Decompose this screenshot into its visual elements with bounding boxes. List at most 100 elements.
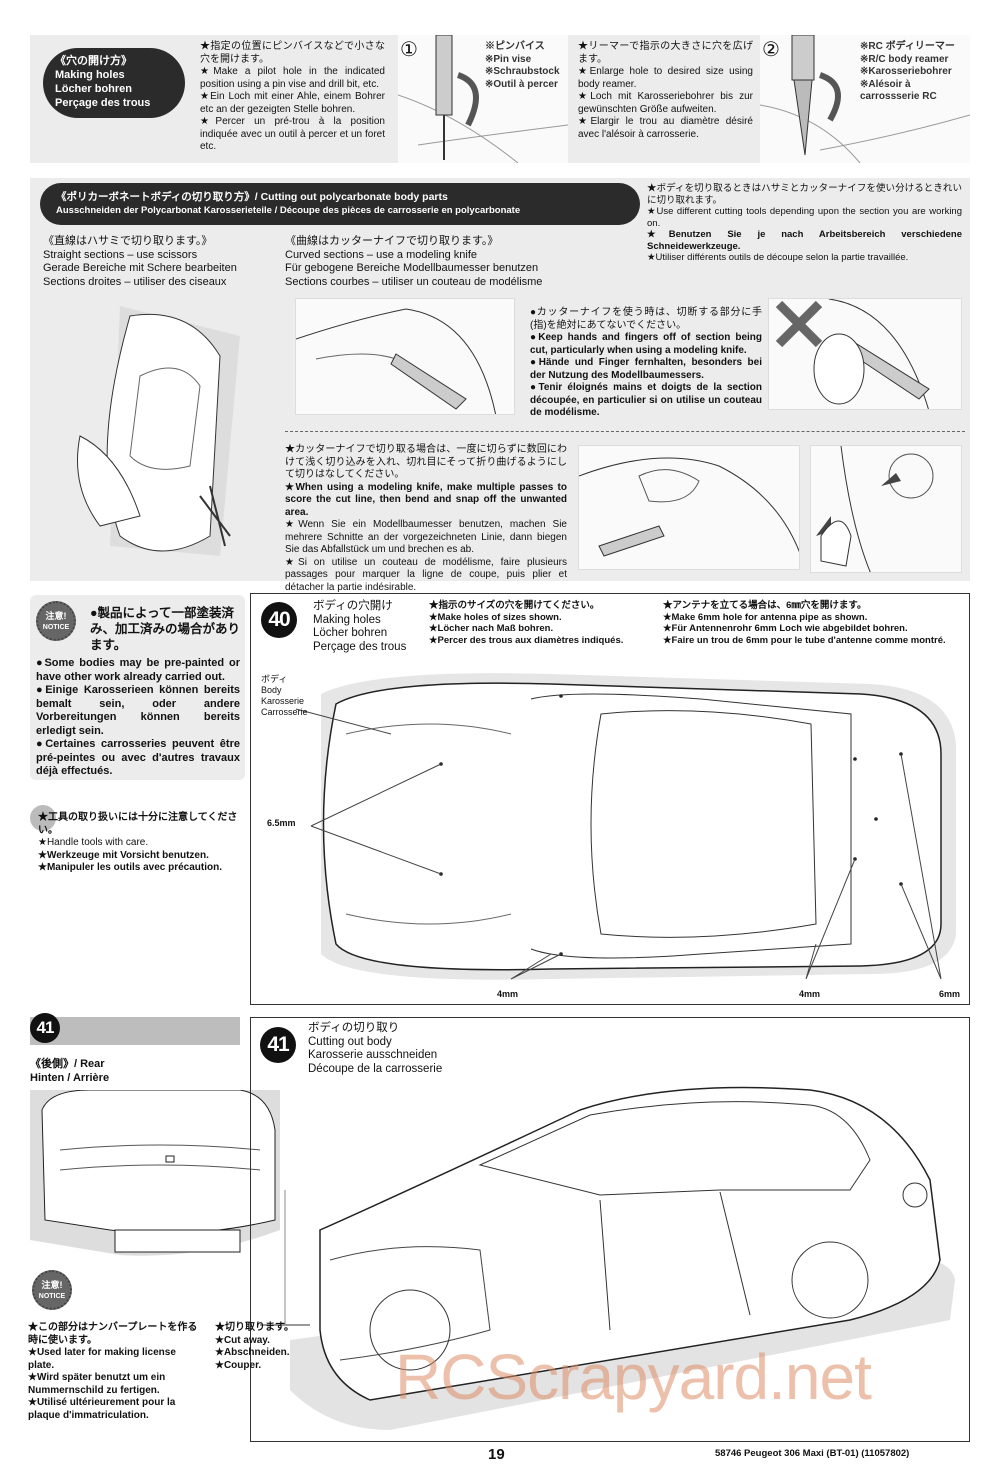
dashed-divider xyxy=(285,431,965,432)
title-de: Karosserie ausschneiden xyxy=(308,1049,438,1061)
title-de: Löcher bohren xyxy=(55,83,133,95)
text-fr: ★Elargir le trou au diamètre désiré avec… xyxy=(578,116,753,140)
car-side-view-illustration xyxy=(250,1080,970,1440)
text-jp: 《直線はハサミで切り取ります。》 xyxy=(43,235,213,247)
car-top-view-illustration xyxy=(251,654,969,1004)
note-de: ★Wird später benutzt um ein Nummernschil… xyxy=(28,1372,166,1396)
text-en: Curved sections – use a modeling knife xyxy=(285,248,477,261)
hand-caution-text: ●カッターナイフを使う時は、切断する部分に手(指)を絶対にあてないでください。 … xyxy=(530,307,762,420)
step-41-box xyxy=(250,1017,970,1442)
cut-jp: ★切り取ります。 xyxy=(215,1322,294,1333)
tool-de: ※Karosseriebohrer xyxy=(860,66,952,77)
step-number-1: ① xyxy=(400,39,418,61)
making-holes-panel: 《穴の開け方》 Making holes Löcher bohren Perça… xyxy=(30,35,970,163)
note-jp: ★この部分はナンバープレートを作る時に使います。 xyxy=(28,1322,198,1346)
text-jp: ★リーマーで指示の大きさに穴を広げます。 xyxy=(578,41,753,65)
tip-jp: ★ボディを切り取るときはハサミとカッターナイフを使い分けるときれいに切り取れます… xyxy=(647,183,962,206)
page-number: 19 xyxy=(488,1446,505,1463)
step-41-rear-header: 41 xyxy=(30,1013,240,1045)
scissors-illustration xyxy=(40,296,265,566)
knife-curve-illustration xyxy=(295,298,515,415)
license-plate-note: ★この部分はナンバープレートを作る時に使います。 ★Used later for… xyxy=(28,1322,198,1422)
caution-en: ●Keep hands and fingers off of section b… xyxy=(530,332,762,356)
cut-en: ★Cut away. xyxy=(215,1334,270,1346)
wrong-hand-position-illustration xyxy=(768,298,962,410)
title-de: Löcher bohren xyxy=(313,627,388,639)
text-en: ★Make a pilot hole in the indicated posi… xyxy=(200,66,385,90)
pre-painted-notice: 注意!NOTICE ●製品によって一部塗装済み、加工済みの場合があります。 ●S… xyxy=(30,595,245,780)
inst2-de: ★Für Antennenrohr 6mm Loch wie abgebilde… xyxy=(663,623,908,634)
care-de: ★Werkzeuge mit Vorsicht benutzen. xyxy=(38,849,209,861)
dimension-6mm: 6mm xyxy=(939,989,961,999)
title-en: Making holes xyxy=(55,69,125,81)
tools-care-text: ★工具の取り扱いには十分に注意してください。 ★Handle tools wit… xyxy=(38,812,238,875)
text-jp: ★指定の位置にピンバイスなどで小さな穴を開けます。 xyxy=(200,41,385,65)
cut-away-note: ★切り取ります。 ★Cut away. ★Abschneiden. ★Coupe… xyxy=(215,1322,294,1372)
tool-de: ※Schraubstock xyxy=(485,66,560,77)
cutting-tip: ★ボディを切り取るときはハサミとカッターナイフを使い分けるときれいに切り取れます… xyxy=(647,183,962,264)
step-number-40: 40 xyxy=(261,602,297,638)
title-jp: ボディの穴開け xyxy=(313,600,393,612)
notice-badge: 注意!NOTICE xyxy=(36,601,76,641)
tip-de: ★Benutzen Sie je nach Arbeitsbereich ver… xyxy=(647,229,962,252)
care-en: ★Handle tools with care. xyxy=(38,837,149,848)
knife-jp: ★カッターナイフで切り取る場合は、一度に切らずに数回にわけて浅く切り込みを入れ、… xyxy=(285,444,567,480)
title-line2: Ausschneiden der Polycarbonat Karosserie… xyxy=(56,205,521,216)
curved-sections-text: 《曲線はカッターナイフで切り取ります。》 Curved sections – u… xyxy=(285,235,542,289)
title-jp: 《穴の開け方》 xyxy=(55,55,132,67)
caution-de: ●Hände und Finger fernhalten, besonders … xyxy=(530,357,762,381)
title-en: Making holes xyxy=(313,613,381,626)
body-jp: ボディ xyxy=(261,674,288,684)
care-jp: ★工具の取り扱いには十分に注意してください。 xyxy=(38,812,238,836)
text-de: ★Loch mit Karosseriebohrer bis zur gewün… xyxy=(578,91,753,115)
title-fr: Découpe de la carrosserie xyxy=(308,1062,443,1075)
score-cut-illustration xyxy=(578,445,800,570)
caution-fr: ●Tenir éloignés mains et doigts de la se… xyxy=(530,382,762,418)
text-de: Für gebogene Bereiche Modellbaumesser be… xyxy=(285,262,539,274)
tip-fr: ★Utiliser différents outils de découpe s… xyxy=(647,252,909,263)
text-jp: 《曲線はカッターナイフで切り取ります。》 xyxy=(285,235,499,247)
knife-technique-text: ★カッターナイフで切り取る場合は、一度に切らずに数回にわけて浅く切り込みを入れ、… xyxy=(285,444,567,594)
cutting-panel: 《ポリカーボネートボディの切り取り方》/ Cutting out polycar… xyxy=(30,178,970,593)
tip-en: ★Use different cutting tools depending u… xyxy=(647,206,962,229)
step-40-instruction-sizes: ★指示のサイズの穴を開けてください。 ★Make holes of sizes … xyxy=(429,600,623,646)
tool-jp: ※RC ボディリーマー xyxy=(860,41,955,52)
rear-title: 《後側》/ Rear Hinten / Arrière xyxy=(30,1058,109,1085)
dimension-4mm-left: 4mm xyxy=(497,989,519,999)
snap-off-illustration xyxy=(810,445,962,573)
body-en: Body xyxy=(261,685,282,695)
knife-en: ★When using a modeling knife, make multi… xyxy=(285,481,567,518)
caution-jp: ●カッターナイフを使う時は、切断する部分に手(指)を絶対にあてないでください。 xyxy=(530,307,762,331)
note-fr: ★Utilisé ultérieurement pour la plaque d… xyxy=(28,1397,176,1421)
tool-fr: ※Alésoir à carrossserie RC xyxy=(860,78,937,103)
text-fr: ★Percer un pré-trou à la position indiqu… xyxy=(200,116,385,152)
note-en: ★Used later for making license plate. xyxy=(28,1347,176,1371)
step-number-41-rear: 41 xyxy=(30,1013,60,1043)
body-de: Karosserie xyxy=(261,696,305,706)
notice-de: ●Einige Karosserieen können bereits bema… xyxy=(36,684,240,737)
rear-view-illustration xyxy=(30,1090,290,1270)
inst2-en: ★Make 6mm hole for antenna pipe as shown… xyxy=(663,611,868,623)
text-de: Gerade Bereiche mit Schere bearbeiten xyxy=(43,262,237,274)
text-fr: Sections courbes – utiliser un couteau d… xyxy=(285,275,543,288)
step-40-title: ボディの穴開け Making holes Löcher bohren Perça… xyxy=(313,600,406,654)
badge-jp: 注意! xyxy=(41,1280,63,1290)
step-40-instruction-antenna: ★アンテナを立てる場合は、6㎜穴を開けます。 ★Make 6mm hole fo… xyxy=(663,600,946,646)
pin-vise-labels: ※ピンバイス ※Pin vise ※Schraubstock ※Outil à … xyxy=(485,41,560,91)
text-en: Straight sections – use scissors xyxy=(43,248,198,261)
product-info: 58746 Peugeot 306 Maxi (BT-01) (11057802… xyxy=(715,1448,910,1459)
inst1-fr: ★Percer des trous aux diamètres indiqués… xyxy=(429,634,624,646)
dimension-4mm-right: 4mm xyxy=(799,989,821,999)
tools-care-bullet xyxy=(30,805,56,831)
badge-en: NOTICE xyxy=(38,1293,66,1300)
title-fr: Perçage des trous xyxy=(55,97,151,109)
badge-jp: 注意! xyxy=(45,611,67,621)
inst1-de: ★Löcher nach Maß bohren. xyxy=(429,623,554,634)
tool-en: ※Pin vise xyxy=(485,53,532,65)
making-holes-title: 《穴の開け方》 Making holes Löcher bohren Perça… xyxy=(43,48,185,118)
title-fr: Perçage des trous xyxy=(313,640,407,653)
step-40-box: 40 ボディの穴開け Making holes Löcher bohren Pe… xyxy=(250,593,970,1005)
cut-fr: ★Couper. xyxy=(215,1359,262,1371)
tool-jp: ※ピンバイス xyxy=(485,41,545,52)
title-en: Cutting out body xyxy=(308,1035,392,1048)
